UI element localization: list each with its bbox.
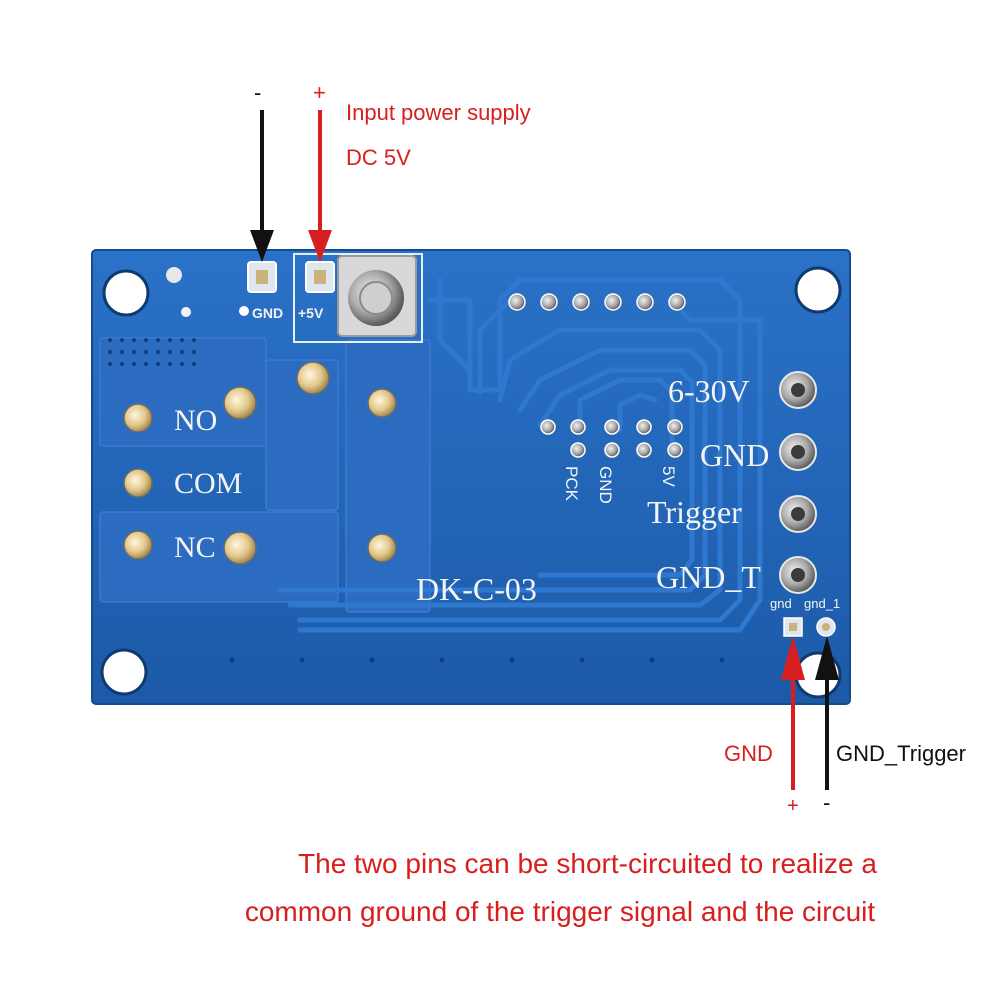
relay-pads: [123, 361, 397, 565]
terminal-label-6-30v: 6-30V: [668, 373, 750, 409]
relay-label-no: NO: [174, 404, 217, 437]
terminal-label-gnd-t: GND_T: [656, 559, 761, 595]
pin-label-5v: 5V: [659, 466, 678, 487]
terminal-label-trigger: Trigger: [647, 494, 742, 530]
via-dots: [108, 338, 196, 366]
input-power-supply-label: Input power supply: [346, 100, 531, 125]
pcb-traces: [277, 277, 763, 633]
pin-label-pck: PCK: [562, 466, 581, 502]
potentiometer: [337, 255, 417, 337]
program-header-pins: [540, 419, 683, 458]
top-plus-sign: +: [313, 80, 326, 105]
note-line-2: common ground of the trigger signal and …: [244, 896, 876, 927]
jumper-label-gnd1: gnd_1: [804, 596, 840, 611]
bottom-vias: [229, 657, 725, 663]
note-line-1: The two pins can be short-circuited to r…: [298, 848, 877, 879]
top-minus-sign: -: [254, 80, 262, 105]
dc-5v-label: DC 5V: [346, 145, 411, 170]
top-header-pins: [508, 293, 686, 311]
power-header-outline: [293, 253, 423, 343]
gnd-silkscreen: GND: [252, 305, 283, 321]
model-label: DK-C-03: [416, 571, 537, 607]
jumper-label-gnd: gnd: [770, 596, 792, 611]
terminal-label-gnd: GND: [700, 437, 769, 473]
relay-label-com: COM: [174, 467, 242, 500]
plus5v-silkscreen: +5V: [298, 305, 324, 321]
bottom-plus-sign: +: [787, 795, 799, 817]
gnd-trigger-annotation: GND_Trigger: [836, 741, 966, 766]
gnd-annotation: GND: [724, 741, 773, 766]
relay-label-nc: NC: [174, 531, 216, 564]
pin-label-gnd: GND: [596, 466, 615, 504]
bottom-minus-sign: -: [823, 790, 831, 815]
